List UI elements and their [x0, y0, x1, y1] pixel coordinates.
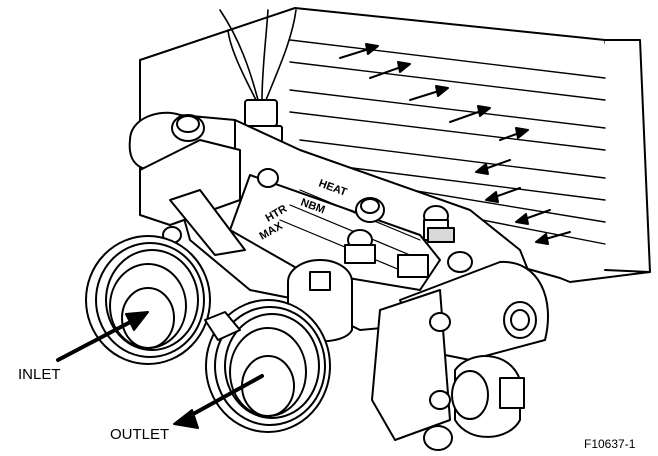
port-connector	[204, 311, 241, 341]
fin-lines	[289, 39, 606, 245]
inlet-port	[85, 235, 211, 365]
end-cap	[371, 260, 549, 451]
airflow-arrow-icon	[499, 127, 529, 141]
top-fittings	[162, 114, 473, 278]
airflow-arrow-icon	[369, 61, 411, 79]
outlet-port	[205, 299, 331, 433]
outlet-label: OUTLET	[110, 426, 170, 443]
inlet-label: INLET	[18, 366, 61, 383]
airflow-arrow-icon	[485, 187, 521, 203]
airflow-arrow-icon	[409, 85, 449, 101]
sensor-wires	[219, 9, 297, 101]
elbow-fitting	[451, 355, 525, 438]
airflow-arrow-icon	[475, 159, 511, 175]
airflow-arrows	[339, 43, 571, 245]
airflow-arrow-icon	[339, 43, 379, 59]
inlet-arrow-icon	[56, 311, 149, 362]
figure-id: F10637-1	[584, 437, 636, 451]
outlet-arrow-icon	[173, 374, 264, 429]
airflow-arrow-icon	[535, 231, 571, 245]
airflow-arrow-icon	[515, 209, 551, 225]
upper-bracket	[128, 111, 246, 256]
airflow-arrow-icon	[449, 105, 491, 123]
